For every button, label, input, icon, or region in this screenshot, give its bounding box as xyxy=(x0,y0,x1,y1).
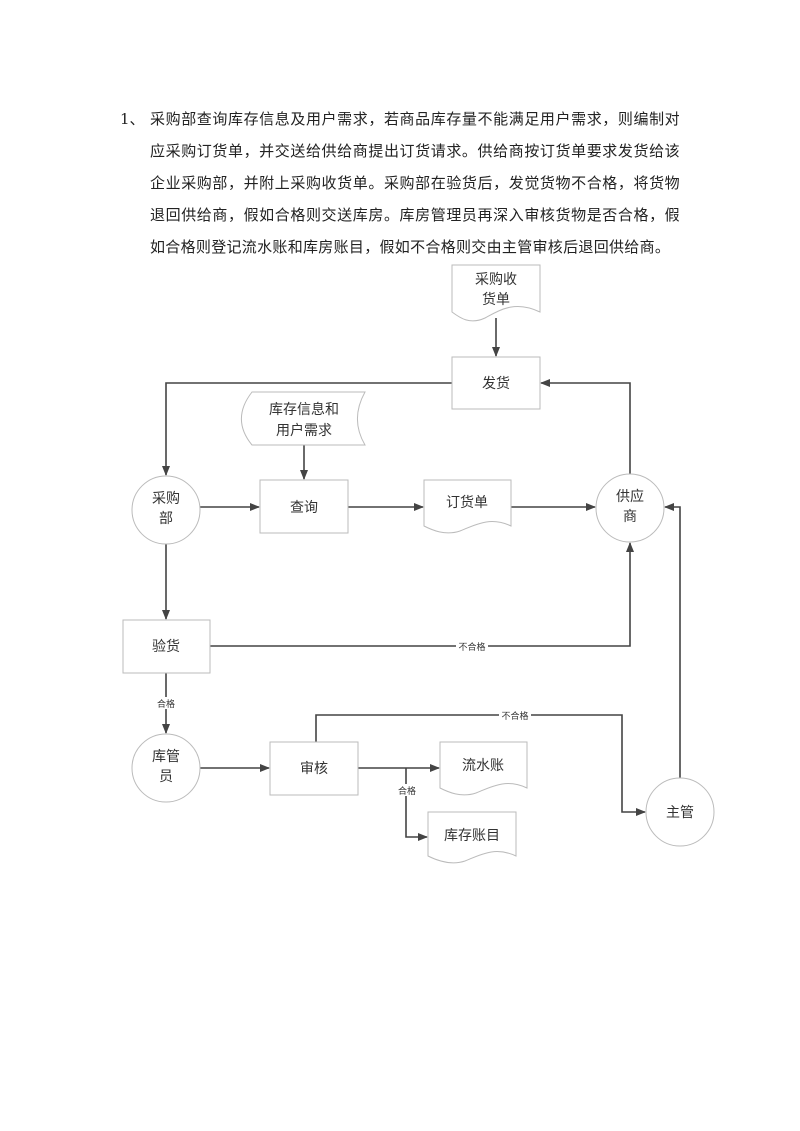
inspect-label: 验货 xyxy=(152,638,180,655)
query-label: 查询 xyxy=(290,500,318,516)
ship-process: 发货 xyxy=(451,356,541,410)
audit-label: 审核 xyxy=(300,761,328,777)
stock-ledger-document: 库存账目 xyxy=(427,811,517,864)
stock-ledger-label: 库存账目 xyxy=(444,828,500,844)
inventory-data-store: 库存信息和 用户需求 xyxy=(241,391,366,446)
requirement-paragraph: 1、 采购部查询库存信息及用户需求，若商品库存量不能满足用户需求，则编制对应采购… xyxy=(120,103,680,263)
arrow-supervisor-to-supplier xyxy=(664,503,681,778)
keeper-label-2: 员 xyxy=(159,769,173,785)
supplier-label-1: 供应 xyxy=(616,488,644,505)
query-process: 查询 xyxy=(259,479,349,534)
receipt-doc-label-1: 采购收 xyxy=(475,272,517,288)
purchasing-label-2: 部 xyxy=(159,511,173,527)
journal-document: 流水账 xyxy=(439,741,528,796)
arrow-ship-to-purchasing xyxy=(162,382,452,476)
supplier-label-2: 商 xyxy=(623,509,637,525)
ship-label: 发货 xyxy=(482,375,510,392)
arrow-supplier-to-ship xyxy=(540,379,631,474)
fail-label-inspect: 不合格 xyxy=(458,641,485,653)
pass-label-inspect: 合格 xyxy=(157,698,175,710)
inventory-label-1: 库存信息和 xyxy=(269,401,339,418)
pass-label-audit: 合格 xyxy=(398,785,416,797)
inspect-process: 验货 xyxy=(122,619,211,674)
order-doc-label: 订货单 xyxy=(446,494,488,511)
order-document: 订货单 xyxy=(423,479,512,534)
connectors xyxy=(162,318,681,841)
keeper-label-1: 库管 xyxy=(152,749,180,765)
receipt-document: 采购收 货单 xyxy=(451,264,541,322)
purchasing-dept-node: 采购 部 xyxy=(131,475,201,545)
inventory-label-2: 用户需求 xyxy=(276,422,332,439)
audit-process: 审核 xyxy=(269,741,359,796)
purchasing-label-1: 采购 xyxy=(152,491,180,507)
journal-label: 流水账 xyxy=(462,758,504,774)
fail-label-audit: 不合格 xyxy=(501,710,528,722)
arrow-audit-fail-to-supervisor xyxy=(315,714,646,816)
supervisor-label: 主管 xyxy=(666,805,694,821)
paragraph-text: 采购部查询库存信息及用户需求，若商品库存量不能满足用户需求，则编制对应采购订货单… xyxy=(150,110,680,256)
supervisor-node: 主管 xyxy=(645,777,715,847)
item-number: 1、 xyxy=(120,110,145,128)
supplier-node: 供应 商 xyxy=(595,473,665,543)
receipt-doc-label-2: 货单 xyxy=(482,291,510,308)
warehouse-keeper-node: 库管 员 xyxy=(131,733,201,803)
arrow-inspect-fail-to-supplier xyxy=(210,542,634,647)
arrow-audit-pass-to-ledger xyxy=(405,768,428,841)
